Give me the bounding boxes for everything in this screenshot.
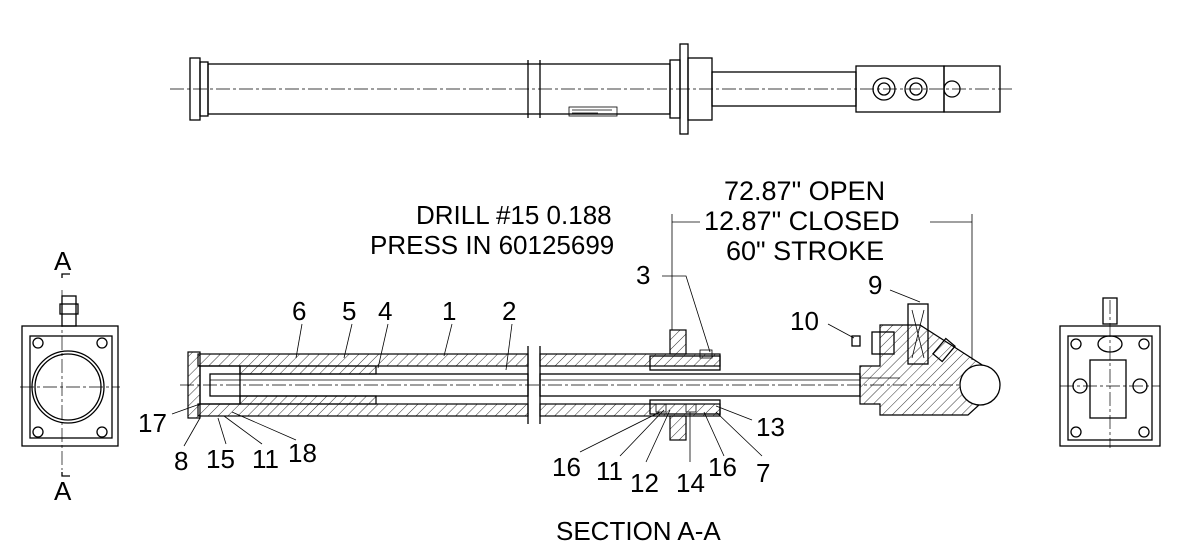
section-title: SECTION A-A: [556, 516, 721, 546]
callout-7: 7: [756, 458, 770, 488]
callout-10: 10: [790, 306, 819, 336]
callout-11-left: 11: [252, 444, 279, 474]
callout-4: 4: [378, 296, 392, 326]
callout-6: 6: [292, 296, 306, 326]
right-end-view: [1059, 297, 1161, 448]
callout-15: 15: [206, 444, 235, 474]
stroke-note-closed: 12.87" CLOSED: [704, 206, 900, 236]
callout-11-right: 11: [596, 456, 623, 486]
callout-17: 17: [138, 408, 167, 438]
stroke-note-open: 72.87" OPEN: [724, 176, 885, 206]
section-view: [180, 303, 1001, 441]
leader-lines: [171, 214, 973, 463]
callout-16-left: 16: [552, 452, 581, 482]
drill-note-line-1: DRILL #15 0.188: [416, 200, 612, 230]
callout-9: 9: [868, 270, 882, 300]
callout-14: 14: [676, 468, 705, 498]
callout-5: 5: [342, 296, 356, 326]
stroke-note-stroke: 60" STROKE: [726, 236, 884, 266]
section-arrow-top-label: A: [54, 246, 72, 276]
drill-note-line-2: PRESS IN 60125699: [370, 230, 614, 260]
callout-8: 8: [174, 446, 188, 476]
callout-12: 12: [630, 468, 659, 498]
callout-13: 13: [756, 412, 785, 442]
left-end-view: [20, 273, 120, 477]
callout-16-right: 16: [708, 452, 737, 482]
callout-18: 18: [288, 438, 317, 468]
callout-2: 2: [502, 296, 516, 326]
callout-1: 1: [442, 296, 456, 326]
section-arrow-bottom-label: A: [54, 476, 72, 506]
callout-3: 3: [636, 260, 650, 290]
top-view: [170, 43, 1012, 135]
